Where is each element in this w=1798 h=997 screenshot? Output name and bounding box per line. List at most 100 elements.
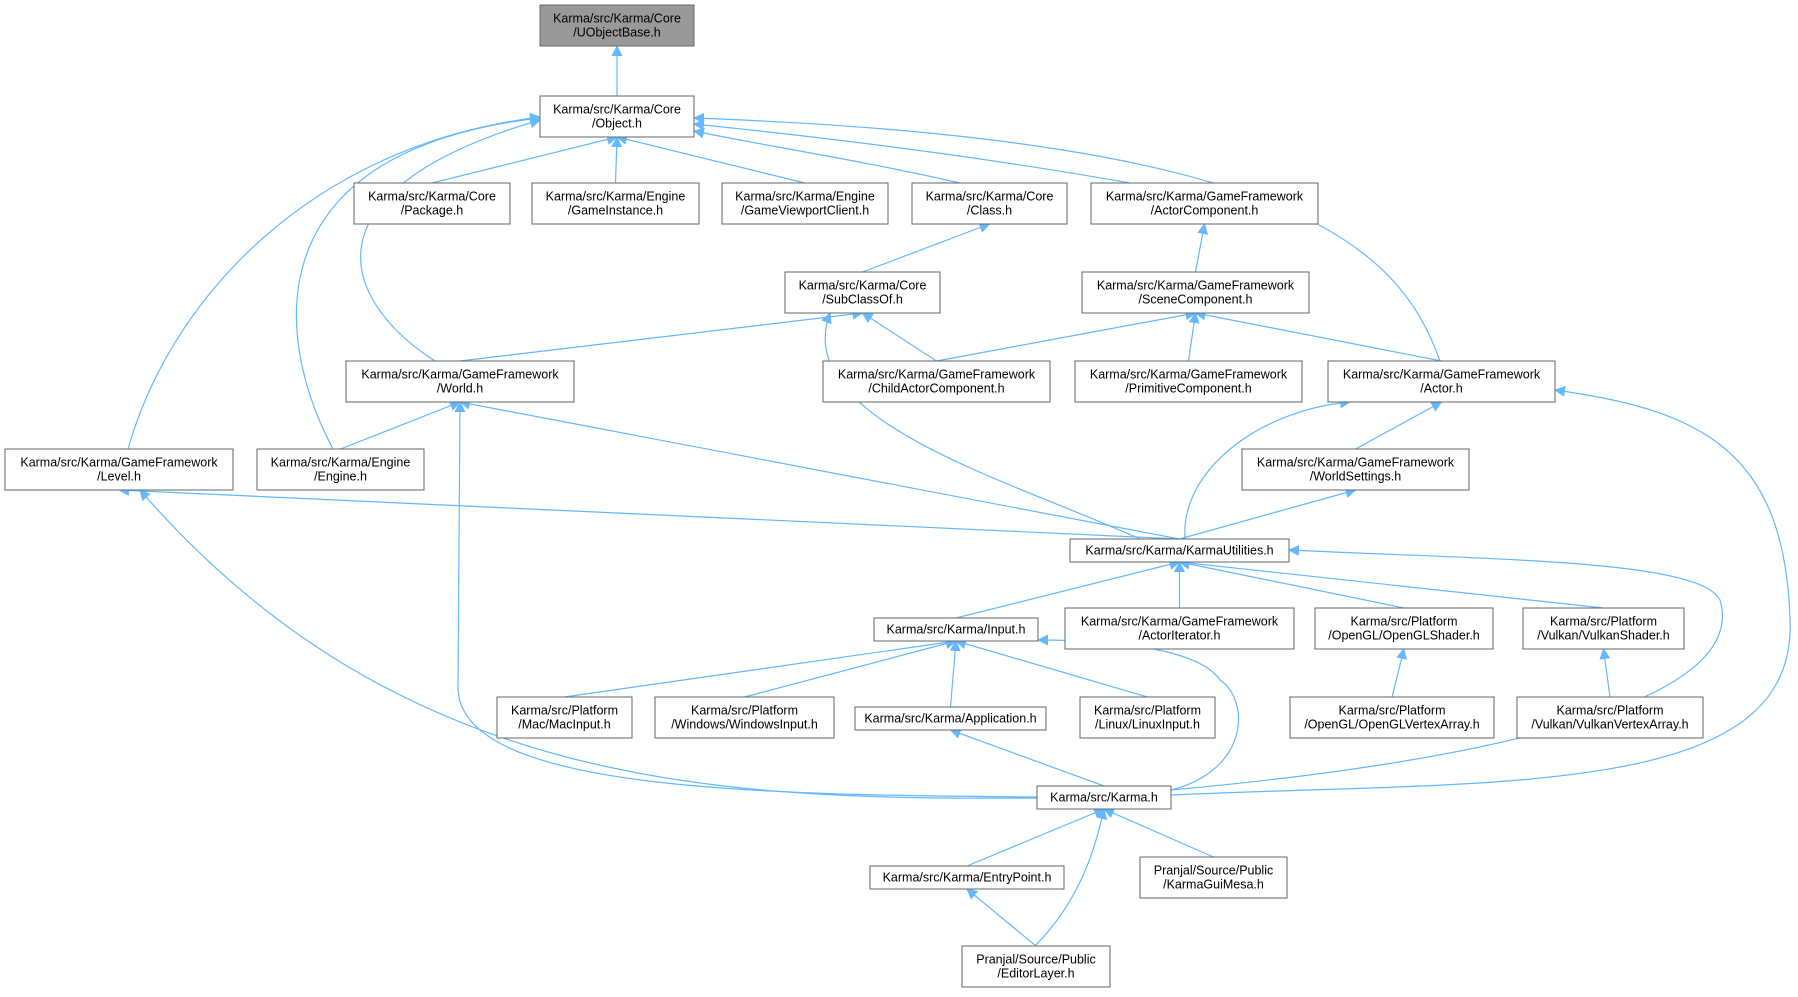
node-box[interactable] bbox=[721, 182, 889, 225]
node-box[interactable] bbox=[961, 945, 1111, 988]
node-box[interactable] bbox=[854, 706, 1047, 731]
node-label-line: Karma/src/Platform bbox=[691, 704, 798, 718]
edge-karma-to-application bbox=[949, 728, 1105, 787]
node-label-line: Karma/src/Karma/GameFramework bbox=[1257, 456, 1455, 470]
edge-engine-to-world bbox=[340, 400, 461, 450]
node-gameviewportclient[interactable]: Karma/src/Karma/Engine/GameViewportClien… bbox=[721, 182, 889, 225]
node-box[interactable] bbox=[1081, 271, 1310, 314]
node-box[interactable] bbox=[4, 448, 234, 491]
node-engine[interactable]: Karma/src/Karma/Engine/Engine.h bbox=[256, 448, 425, 491]
node-level[interactable]: Karma/src/Karma/GameFramework/Level.h bbox=[4, 448, 234, 491]
node-box[interactable] bbox=[784, 271, 941, 314]
node-class[interactable]: Karma/src/Karma/Core/Class.h bbox=[911, 182, 1068, 225]
node-box[interactable] bbox=[1069, 538, 1290, 563]
node-label-line: /OpenGL/OpenGLShader.h bbox=[1328, 629, 1480, 643]
node-label-line: /PrimitiveComponent.h bbox=[1125, 382, 1251, 396]
node-box[interactable] bbox=[353, 182, 511, 225]
edge-primitivecomponent-to-scenecomponent bbox=[1187, 312, 1200, 362]
node-label-line: Karma/src/Platform bbox=[511, 704, 618, 718]
node-box[interactable] bbox=[539, 4, 695, 47]
node-karma[interactable]: Karma/src/Karma.h bbox=[1036, 785, 1172, 810]
node-box[interactable] bbox=[1241, 448, 1470, 491]
edge-karmautilities-to-level bbox=[118, 484, 1180, 540]
node-box[interactable] bbox=[1139, 856, 1288, 899]
node-gameinstance[interactable]: Karma/src/Karma/Engine/GameInstance.h bbox=[531, 182, 700, 225]
node-label-line: Karma/src/Platform bbox=[1550, 615, 1657, 629]
edge-engine-to-object bbox=[295, 113, 541, 450]
node-editorlayer[interactable]: Pranjal/Source/Public/EditorLayer.h bbox=[961, 945, 1111, 988]
edge-karmautilities-to-world bbox=[459, 398, 1180, 540]
node-box[interactable] bbox=[256, 448, 425, 491]
node-vulkanvertexarray[interactable]: Karma/src/Platform/Vulkan/VulkanVertexAr… bbox=[1516, 696, 1704, 739]
node-macinput[interactable]: Karma/src/Platform/Mac/MacInput.h bbox=[496, 696, 633, 739]
node-vulkanshader[interactable]: Karma/src/Platform/Vulkan/VulkanShader.h bbox=[1522, 607, 1685, 650]
node-box[interactable] bbox=[654, 696, 835, 739]
node-box[interactable] bbox=[1516, 696, 1704, 739]
node-input[interactable]: Karma/src/Karma/Input.h bbox=[873, 617, 1039, 642]
node-box[interactable] bbox=[1074, 360, 1303, 403]
edge-gameviewportclient-to-object bbox=[616, 134, 806, 184]
node-linuxinput[interactable]: Karma/src/Platform/Linux/LinuxInput.h bbox=[1079, 696, 1216, 739]
node-box[interactable] bbox=[869, 865, 1065, 890]
node-package[interactable]: Karma/src/Karma/Core/Package.h bbox=[353, 182, 511, 225]
edge-karmautilities-to-worldsettings bbox=[1179, 487, 1357, 540]
node-box[interactable] bbox=[1314, 607, 1494, 650]
node-actorcomponent[interactable]: Karma/src/Karma/GameFramework/ActorCompo… bbox=[1090, 182, 1319, 225]
node-box[interactable] bbox=[1064, 607, 1295, 650]
node-box[interactable] bbox=[531, 182, 700, 225]
node-childactorcomponent[interactable]: Karma/src/Karma/GameFramework/ChildActor… bbox=[822, 360, 1051, 403]
node-box[interactable] bbox=[345, 360, 575, 403]
node-box[interactable] bbox=[822, 360, 1051, 403]
edge-childactorcomponent-to-scenecomponent bbox=[936, 309, 1197, 362]
node-label-line: Karma/src/Karma/Input.h bbox=[887, 623, 1026, 637]
node-karmaguimesa[interactable]: Pranjal/Source/Public/KarmaGuiMesa.h bbox=[1139, 856, 1288, 899]
node-box[interactable] bbox=[539, 95, 695, 138]
node-box[interactable] bbox=[1522, 607, 1685, 650]
edge-subclassof-to-class bbox=[862, 222, 991, 273]
node-label-line: /World.h bbox=[437, 382, 483, 396]
node-entrypoint[interactable]: Karma/src/Karma/EntryPoint.h bbox=[869, 865, 1065, 890]
node-box[interactable] bbox=[911, 182, 1068, 225]
node-label-line: /Class.h bbox=[967, 204, 1012, 218]
node-world[interactable]: Karma/src/Karma/GameFramework/World.h bbox=[345, 360, 575, 403]
node-label-line: Karma/src/Karma/GameFramework bbox=[1106, 190, 1304, 204]
node-label-line: /Mac/MacInput.h bbox=[518, 718, 610, 732]
node-label-line: /KarmaGuiMesa.h bbox=[1163, 878, 1264, 892]
node-box[interactable] bbox=[1289, 696, 1495, 739]
node-actor[interactable]: Karma/src/Karma/GameFramework/Actor.h bbox=[1327, 360, 1556, 403]
node-box[interactable] bbox=[1327, 360, 1556, 403]
node-label-line: Karma/src/Karma/Core bbox=[368, 190, 496, 204]
node-box[interactable] bbox=[1079, 696, 1216, 739]
node-label-line: Karma/src/Karma/Engine bbox=[271, 456, 411, 470]
node-label-line: Karma/src/Karma/GameFramework bbox=[20, 456, 218, 470]
node-actoriterator[interactable]: Karma/src/Karma/GameFramework/ActorItera… bbox=[1064, 607, 1295, 650]
node-uobjectbase[interactable]: Karma/src/Karma/Core/UObjectBase.h bbox=[539, 4, 695, 47]
node-label-line: /WorldSettings.h bbox=[1310, 470, 1402, 484]
node-openglvertexarray[interactable]: Karma/src/Platform/OpenGL/OpenGLVertexAr… bbox=[1289, 696, 1495, 739]
edge-karmautilities-to-subclassof bbox=[821, 312, 1141, 540]
node-karmautilities[interactable]: Karma/src/Karma/KarmaUtilities.h bbox=[1069, 538, 1290, 563]
node-box[interactable] bbox=[1090, 182, 1319, 225]
node-box[interactable] bbox=[873, 617, 1039, 642]
node-object[interactable]: Karma/src/Karma/Core/Object.h bbox=[539, 95, 695, 138]
node-scenecomponent[interactable]: Karma/src/Karma/GameFramework/SceneCompo… bbox=[1081, 271, 1310, 314]
node-application[interactable]: Karma/src/Karma/Application.h bbox=[854, 706, 1047, 731]
node-box[interactable] bbox=[496, 696, 633, 739]
node-label-line: Pranjal/Source/Public bbox=[976, 953, 1096, 967]
node-subclassof[interactable]: Karma/src/Karma/Core/SubClassOf.h bbox=[784, 271, 941, 314]
node-box[interactable] bbox=[1036, 785, 1172, 810]
node-primitivecomponent[interactable]: Karma/src/Karma/GameFramework/PrimitiveC… bbox=[1074, 360, 1303, 403]
edge-karma-to-level bbox=[139, 489, 1038, 799]
node-openglshader[interactable]: Karma/src/Platform/OpenGL/OpenGLShader.h bbox=[1314, 607, 1494, 650]
edge-input-to-karmautilities bbox=[955, 559, 1181, 619]
node-label-line: /OpenGL/OpenGLVertexArray.h bbox=[1304, 718, 1479, 732]
node-label-line: Karma/src/Platform bbox=[1351, 615, 1458, 629]
node-label-line: /Object.h bbox=[592, 117, 642, 131]
node-windowsinput[interactable]: Karma/src/Platform/Windows/WindowsInput.… bbox=[654, 696, 835, 739]
node-worldsettings[interactable]: Karma/src/Karma/GameFramework/WorldSetti… bbox=[1241, 448, 1470, 491]
node-label-line: Karma/src/Karma/GameFramework bbox=[1081, 615, 1279, 629]
edge-openglshader-to-karmautilities bbox=[1178, 558, 1405, 609]
node-label-line: /SubClassOf.h bbox=[822, 293, 903, 307]
node-label-line: Karma/src/Karma/GameFramework bbox=[361, 368, 559, 382]
